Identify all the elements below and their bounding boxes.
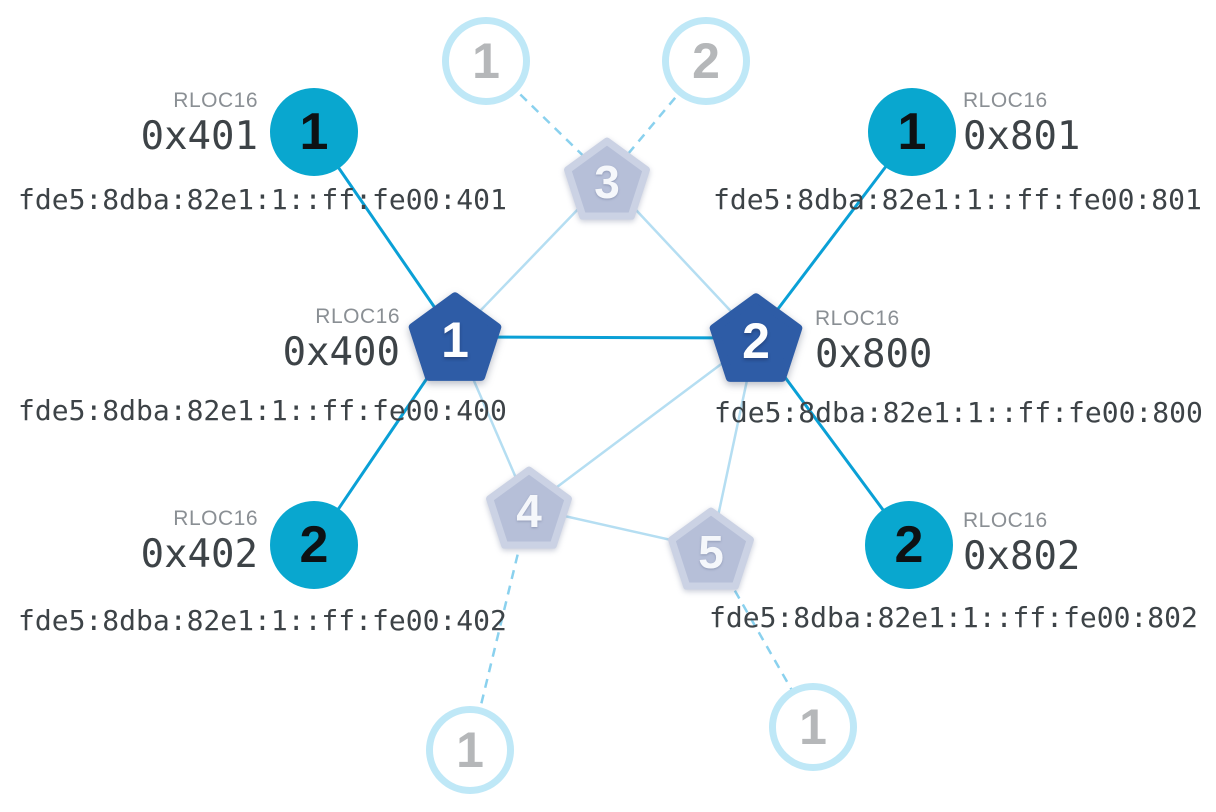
rloc16-value: 0x401 bbox=[140, 114, 258, 159]
rloc16-block-0x401: RLOC16 0x401 bbox=[40, 87, 258, 159]
rloc16-block-0x801: RLOC16 0x801 bbox=[963, 87, 1080, 159]
end-device-0x402[interactable]: 2 bbox=[270, 501, 358, 589]
router-3[interactable]: 3 bbox=[562, 134, 652, 224]
router-id: 2 bbox=[742, 313, 770, 369]
pentagon-shape bbox=[709, 293, 803, 382]
rloc16-value: 0x802 bbox=[963, 534, 1081, 579]
faded-device-top-1[interactable]: 1 bbox=[442, 17, 530, 105]
router-1[interactable]: 1 bbox=[407, 289, 503, 385]
router-id: 4 bbox=[516, 485, 542, 537]
pentagon-shape bbox=[408, 292, 502, 381]
router-4[interactable]: 4 bbox=[484, 463, 574, 553]
link-router1-router2 bbox=[454, 335, 757, 340]
faded-device-bottom-right[interactable]: 1 bbox=[769, 683, 857, 771]
rloc16-block-0x402: RLOC16 0x402 bbox=[40, 505, 258, 577]
link-faded-top1-router3 bbox=[485, 60, 608, 180]
end-device-0x802[interactable]: 2 bbox=[865, 501, 953, 589]
rloc16-label: RLOC16 bbox=[173, 89, 258, 112]
rloc16-label: RLOC16 bbox=[963, 89, 1048, 112]
rloc16-block-0x800: RLOC16 0x800 bbox=[815, 305, 932, 377]
link-router2-router4 bbox=[528, 336, 757, 510]
router-5[interactable]: 5 bbox=[666, 504, 756, 594]
rloc16-block-0x400: RLOC16 0x400 bbox=[150, 303, 400, 375]
ipv6-address-0x402: fde5:8dba:82e1:1::ff:fe00:402 bbox=[18, 604, 507, 637]
rloc16-label: RLOC16 bbox=[815, 307, 900, 330]
rloc16-block-0x802: RLOC16 0x802 bbox=[963, 507, 1080, 579]
router-2[interactable]: 2 bbox=[708, 290, 804, 386]
rloc16-value: 0x801 bbox=[963, 114, 1081, 159]
pentagon-shape bbox=[564, 137, 650, 220]
router-id: 5 bbox=[698, 526, 724, 578]
end-device-0x801[interactable]: 1 bbox=[868, 88, 956, 176]
faded-device-top-2[interactable]: 2 bbox=[662, 17, 750, 105]
rloc16-value: 0x800 bbox=[815, 332, 933, 377]
ipv6-address-0x800: fde5:8dba:82e1:1::ff:fe00:800 bbox=[714, 396, 1203, 429]
rloc16-label: RLOC16 bbox=[963, 509, 1048, 532]
pentagon-shape bbox=[668, 507, 754, 590]
ipv6-address-0x801: fde5:8dba:82e1:1::ff:fe00:801 bbox=[713, 183, 1202, 216]
rloc16-value: 0x400 bbox=[282, 330, 400, 375]
ipv6-address-0x802: fde5:8dba:82e1:1::ff:fe00:802 bbox=[709, 601, 1198, 634]
ipv6-address-0x400: fde5:8dba:82e1:1::ff:fe00:400 bbox=[18, 394, 507, 427]
rloc16-label: RLOC16 bbox=[173, 507, 258, 530]
ipv6-address-0x401: fde5:8dba:82e1:1::ff:fe00:401 bbox=[18, 183, 507, 216]
rloc16-value: 0x402 bbox=[140, 532, 258, 577]
router-id: 3 bbox=[594, 156, 620, 208]
end-device-0x401[interactable]: 1 bbox=[270, 88, 358, 176]
router-id: 1 bbox=[441, 312, 469, 368]
pentagon-shape bbox=[486, 466, 572, 549]
faded-device-bottom-left[interactable]: 1 bbox=[426, 706, 514, 794]
rloc16-label: RLOC16 bbox=[315, 305, 400, 328]
